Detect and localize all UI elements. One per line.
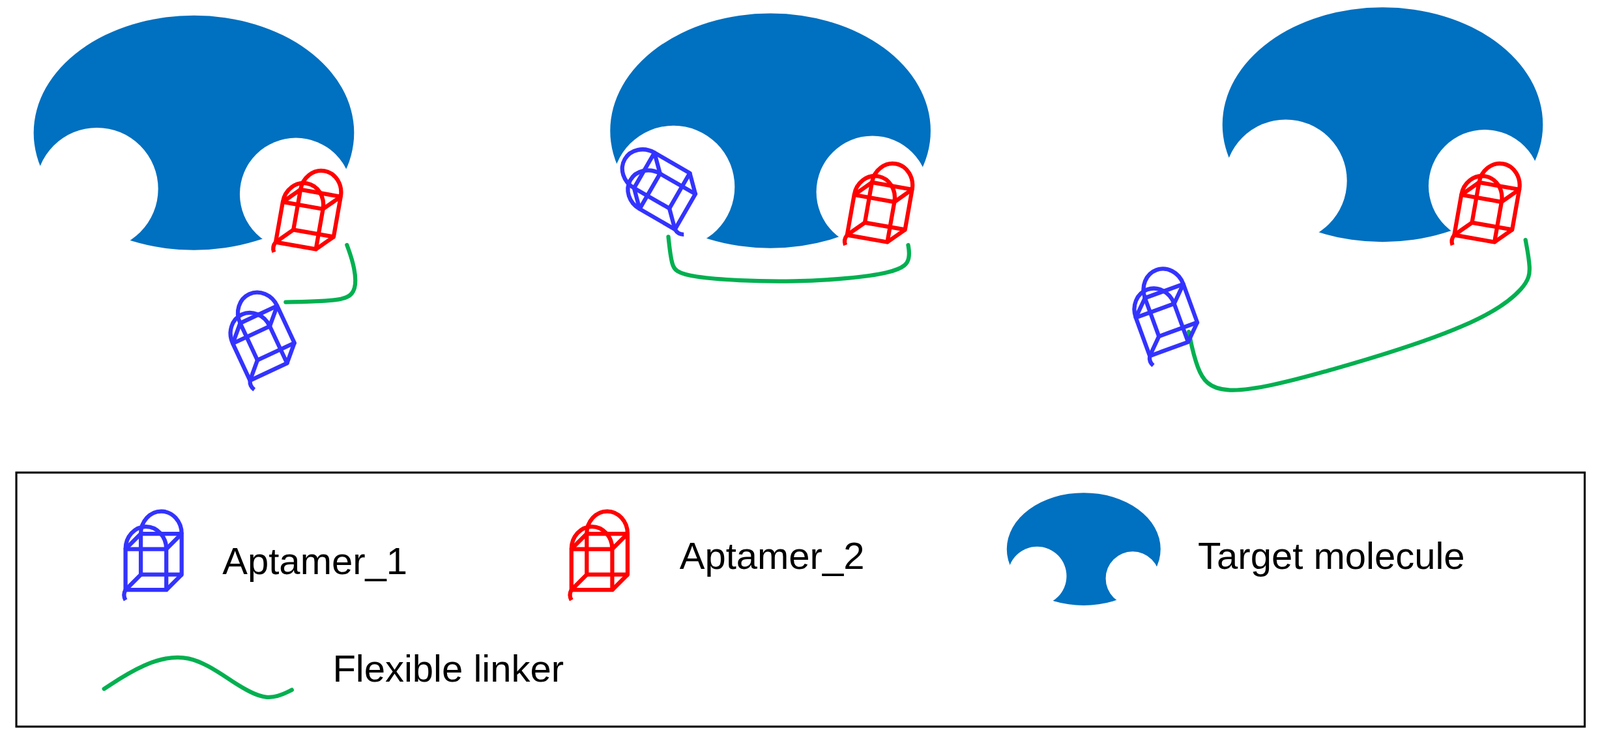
flexible-linker bbox=[104, 657, 292, 698]
legend-label: Flexible linker bbox=[332, 647, 564, 690]
legend-label: Aptamer_2 bbox=[679, 535, 865, 577]
legend-label: Aptamer_1 bbox=[222, 540, 408, 582]
legend-label: Target molecule bbox=[1197, 535, 1465, 577]
